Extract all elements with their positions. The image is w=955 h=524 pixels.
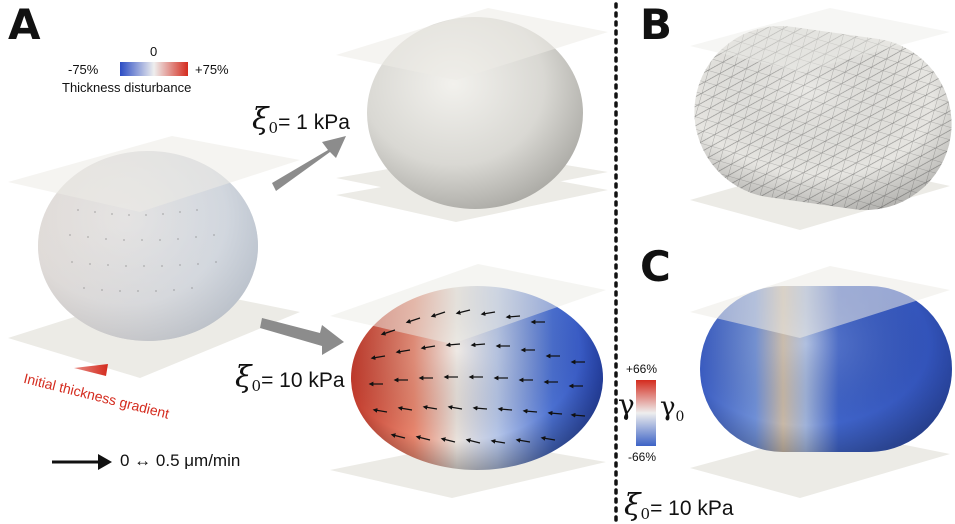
condition-10kpa: ξ0= 10 kPa <box>235 360 345 395</box>
top-plate <box>336 8 608 80</box>
tension-legend-min: -66% <box>628 450 657 464</box>
condition-panel-c-value: = 10 kPa <box>650 497 734 520</box>
xi-symbol: ξ <box>252 102 269 137</box>
tension-symbol-gamma: γ <box>618 388 635 421</box>
condition-1kpa: ξ0= 1 kPa <box>252 102 350 137</box>
thickness-legend-label: Thickness disturbance <box>62 80 192 95</box>
arrow-right-icon <box>272 136 346 191</box>
thickness-legend-min: -75% <box>68 62 99 77</box>
mesh-capsule-group <box>690 8 952 230</box>
xi-subscript: 0 <box>640 505 651 524</box>
xi-symbol: ξ <box>624 488 641 523</box>
velocity-scale-label: 0 ↔ 0.5 μm/min <box>120 451 241 470</box>
shell-1kpa-group <box>336 8 608 222</box>
tension-capsule-group <box>690 266 952 498</box>
xi-subscript: 0 <box>251 377 262 396</box>
top-plate <box>330 264 606 344</box>
tension-symbol-gamma0: γ0 <box>660 392 685 426</box>
initial-shell-group <box>8 136 300 378</box>
xi-subscript: 0 <box>268 119 279 138</box>
arrow-right-icon <box>260 318 344 355</box>
panel-label-b: B <box>640 0 673 49</box>
initial-flow-dots <box>69 209 217 292</box>
condition-panel-c: ξ0= 10 kPa <box>624 488 734 523</box>
velocity-arrows <box>368 309 586 444</box>
top-plate <box>690 266 950 338</box>
tension-legend-max: +66% <box>626 362 658 376</box>
thickness-legend-max: +75% <box>195 62 229 77</box>
xi-symbol: ξ <box>235 360 252 395</box>
condition-10kpa-value: = 10 kPa <box>261 369 345 392</box>
gradient-wedge-icon <box>74 364 108 376</box>
tension-colorbar <box>636 380 656 446</box>
top-plate <box>690 8 950 72</box>
thickness-legend-mid: 0 <box>150 44 158 59</box>
top-plate <box>8 136 300 212</box>
condition-1kpa-value: = 1 kPa <box>278 111 350 134</box>
thickness-colorbar <box>120 62 188 76</box>
shell-10kpa-group <box>330 264 606 498</box>
panel-label-c: C <box>640 242 671 291</box>
panel-label-a: A <box>8 0 41 49</box>
